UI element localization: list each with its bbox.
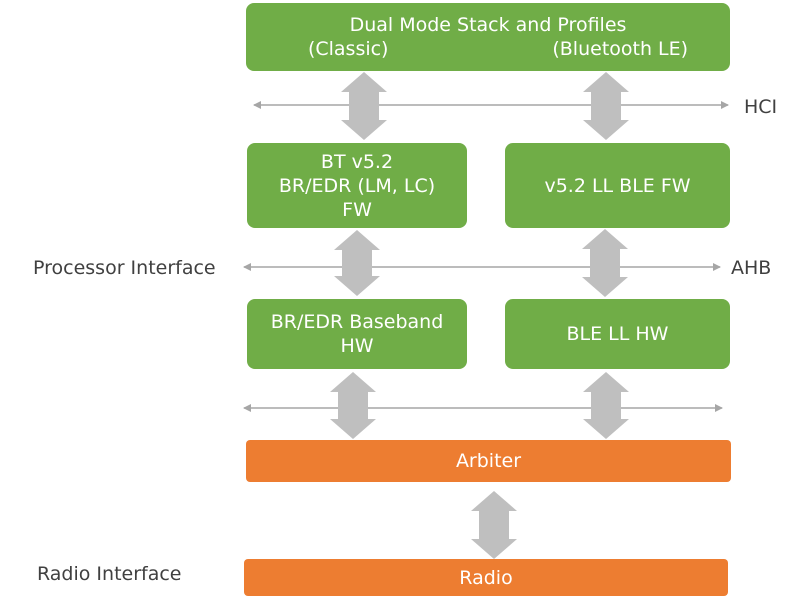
arrow-stack-to-bt-fw	[341, 72, 387, 140]
ble-fw-label: v5.2 LL BLE FW	[544, 174, 691, 197]
stack-classic-label: (Classic)	[307, 38, 389, 60]
arrow-ble-fw-to-ble-hw	[582, 229, 628, 297]
bt-fw-line2: BR/EDR (LM, LC)	[278, 174, 436, 197]
br-hw-line2: HW	[340, 335, 374, 357]
processor-interface-label: Processor Interface	[33, 257, 216, 279]
radio-label: Radio	[459, 566, 513, 589]
arbiter-label: Arbiter	[455, 450, 522, 472]
arbiter-block: Arbiter	[246, 440, 731, 482]
arrow-br-hw-to-arbiter	[330, 372, 376, 439]
dual-mode-stack-block: Dual Mode Stack and Profiles (Classic) (…	[246, 3, 730, 71]
arrow-stack-to-ble-fw	[583, 72, 629, 140]
arrow-arbiter-to-radio	[471, 491, 517, 559]
stack-title: Dual Mode Stack and Profiles	[349, 14, 627, 36]
br-hw-line1: BR/EDR Baseband	[270, 311, 444, 333]
bt-br-edr-fw-block: BT v5.2 BR/EDR (LM, LC) FW	[247, 143, 467, 228]
arrow-ble-hw-to-arbiter	[583, 372, 629, 439]
stack-ble-label: (Bluetooth LE)	[552, 38, 689, 60]
br-edr-baseband-hw-block: BR/EDR Baseband HW	[247, 299, 467, 369]
hci-label: HCI	[744, 96, 778, 118]
ble-ll-hw-block: BLE LL HW	[505, 299, 730, 369]
bt-fw-line1: BT v5.2	[320, 150, 394, 173]
arrow-bt-fw-to-br-hw	[334, 230, 380, 296]
radio-interface-label: Radio Interface	[37, 563, 182, 585]
ahb-label: AHB	[731, 257, 772, 279]
radio-block: Radio	[244, 559, 728, 596]
bt-fw-line3: FW	[342, 198, 372, 221]
ble-hw-label: BLE LL HW	[566, 323, 669, 345]
ble-ll-fw-block: v5.2 LL BLE FW	[505, 143, 730, 228]
